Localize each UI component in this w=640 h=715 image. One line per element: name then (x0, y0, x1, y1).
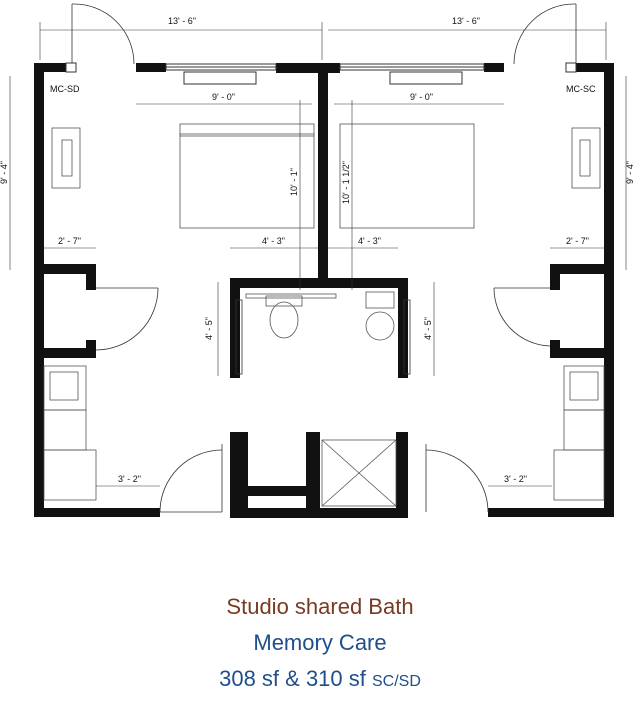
dim-top-left: 13' - 6" (168, 16, 196, 26)
dim-right-door: 3' - 2" (504, 474, 527, 484)
floor-plan: MC-SD MC-SC 13' - 6" 13' - 6" 9' - 0" 9'… (0, 3, 635, 518)
room-label-right: MC-SC (566, 84, 596, 94)
dim-left-depth: 10' - 1" (289, 168, 299, 196)
dim-bath-left: 4' - 5" (204, 317, 214, 340)
doors (71, 3, 577, 513)
walls (34, 63, 614, 518)
plan-area: 308 sf & 310 sf SC/SD (0, 666, 640, 692)
dim-right-closet: 2' - 7" (566, 236, 589, 246)
dim-right-height: 9' - 4" (625, 161, 635, 184)
dim-right-depth: 10' - 1 1/2" (341, 161, 351, 204)
dim-left-closet: 2' - 7" (58, 236, 81, 246)
plan-area-main: 308 sf & 310 sf (219, 666, 372, 691)
plan-area-suffix: SC/SD (371, 673, 421, 690)
plan-subtitle: Memory Care (253, 630, 387, 655)
dim-right-inner: 4' - 3" (358, 236, 381, 246)
dimension-lines (9, 22, 627, 487)
room-label-left: MC-SD (50, 84, 80, 94)
dim-left-window: 9' - 0" (212, 92, 235, 102)
dim-left-height: 9' - 4" (0, 161, 9, 184)
furniture (43, 123, 605, 507)
dim-left-inner: 4' - 3" (262, 236, 285, 246)
dim-top-right: 13' - 6" (452, 16, 480, 26)
plan-title: Studio shared Bath (226, 594, 414, 619)
windows (65, 62, 577, 85)
dim-left-door: 3' - 2" (118, 474, 141, 484)
dim-right-window: 9' - 0" (410, 92, 433, 102)
dim-bath-right: 4' - 5" (423, 317, 433, 340)
